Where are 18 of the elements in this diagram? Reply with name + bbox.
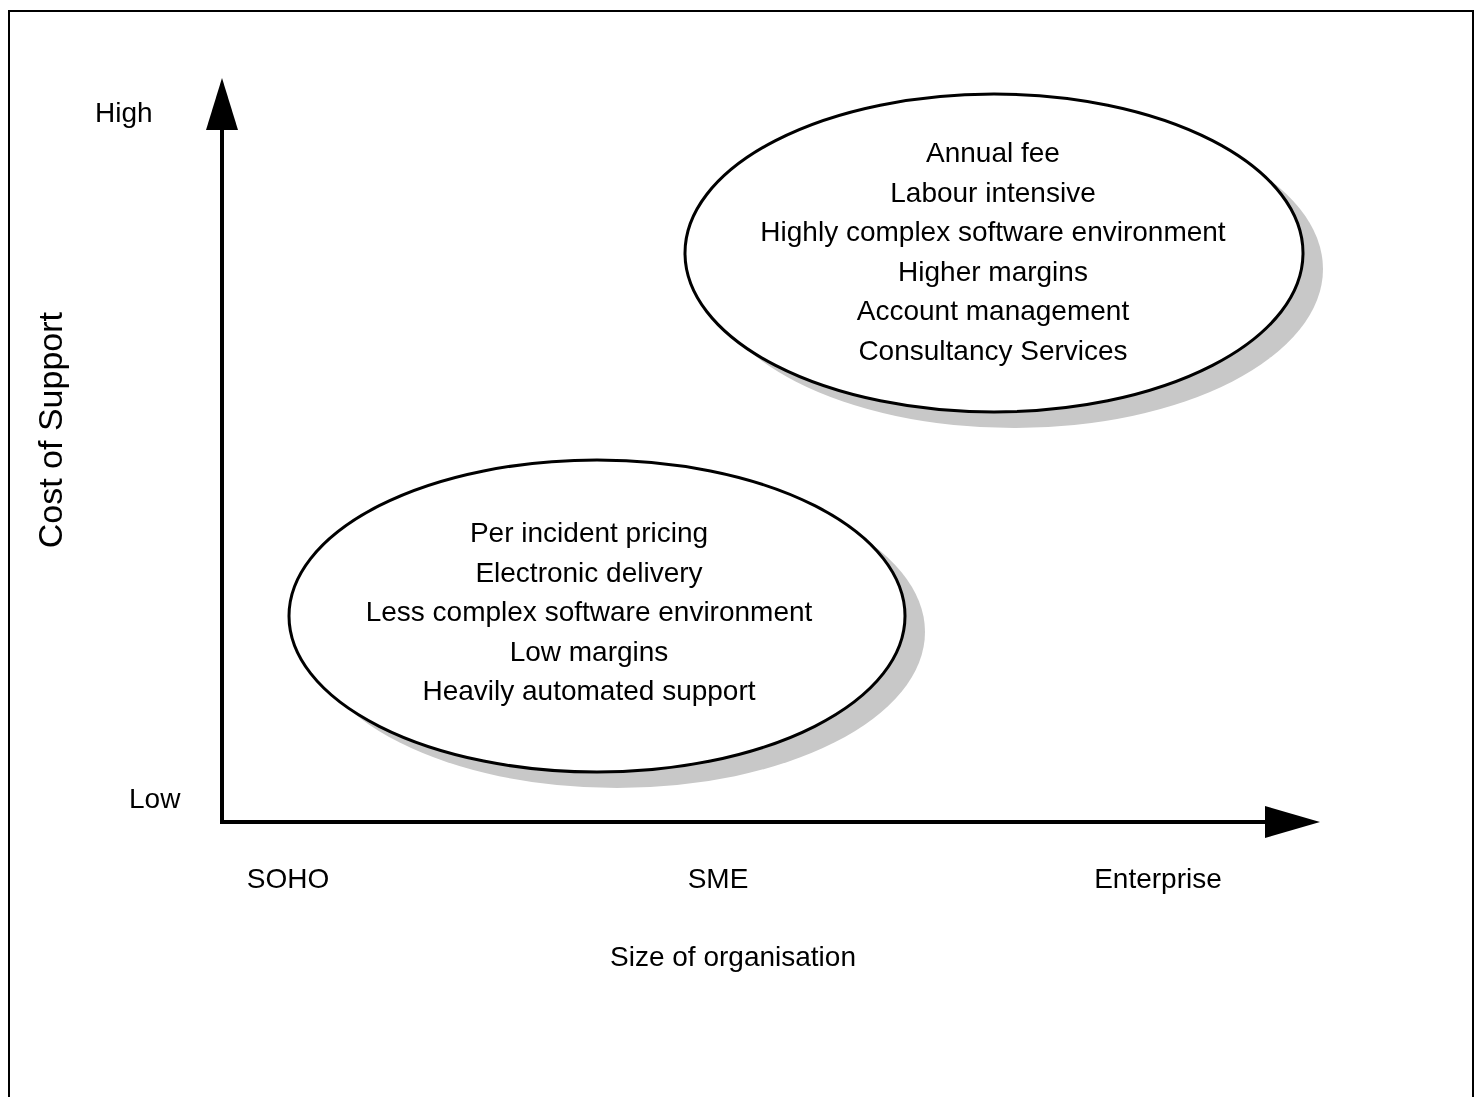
feature-text: Consultancy Services: [858, 333, 1128, 368]
feature-text: Highly complex software environment: [760, 215, 1226, 249]
feature-text: Electronic delivery: [475, 555, 703, 590]
axis-label: High: [95, 99, 153, 127]
axis-label: SME: [687, 865, 749, 893]
axis-label: Low: [129, 785, 181, 813]
feature-text: Per incident pricing: [469, 516, 709, 550]
axis-title: Cost of Support: [33, 311, 67, 549]
axis-label: Enterprise: [1094, 865, 1222, 893]
axis-label: SOHO: [246, 865, 330, 893]
feature-text: Annual fee: [926, 136, 1060, 170]
feature-text: Labour intensive: [890, 175, 1096, 210]
feature-text: Account management: [856, 294, 1130, 328]
feature-text: Heavily automated support: [422, 674, 756, 708]
axis-title: Size of organisation: [610, 943, 856, 971]
feature-text: Low margins: [509, 634, 669, 669]
feature-text: Higher margins: [898, 254, 1088, 289]
feature-text: Less complex software environment: [365, 595, 813, 629]
